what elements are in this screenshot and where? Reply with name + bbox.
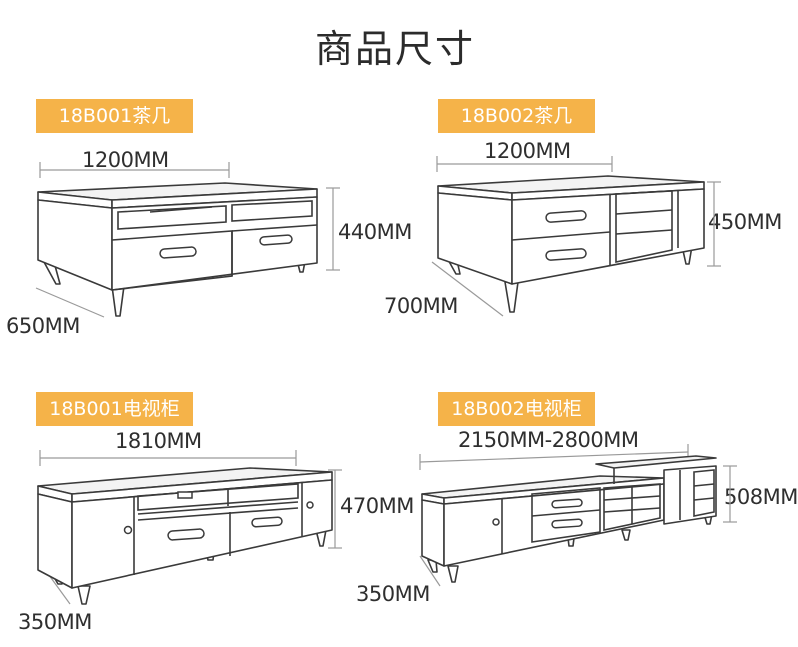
dimension-depth-label: 350MM — [356, 582, 430, 606]
product-tag-18b001-coffee-table: 18B001茶几 — [36, 99, 193, 133]
coffee-table-18b002-drawing — [431, 156, 721, 317]
dimension-width-label: 1200MM — [484, 139, 571, 163]
dimension-height-label: 470MM — [340, 494, 414, 518]
page-title: 商品尺寸 — [314, 27, 475, 71]
product-tag-18b002-tv-cabinet: 18B002电视柜 — [438, 392, 595, 426]
coffee-table-18b001-drawing — [35, 162, 340, 318]
dimension-depth-label: 350MM — [18, 610, 92, 634]
dimension-height-label: 440MM — [338, 220, 412, 244]
dimension-depth-label: 700MM — [384, 294, 458, 318]
product-tag-18b002-coffee-table: 18B002茶几 — [438, 99, 595, 133]
dimension-height-label: 508MM — [724, 485, 798, 509]
dimension-depth-label: 650MM — [6, 314, 80, 338]
dimension-width-label: 2150MM-2800MM — [458, 428, 639, 452]
tv-cabinet-18b001-drawing — [37, 450, 342, 605]
dimension-height-label: 450MM — [708, 210, 782, 234]
tv-cabinet-18b002-drawing — [419, 444, 737, 587]
dimension-width-label: 1200MM — [82, 148, 169, 172]
dimension-width-label: 1810MM — [115, 429, 202, 453]
product-tag-18b001-tv-cabinet: 18B001电视柜 — [36, 392, 193, 426]
